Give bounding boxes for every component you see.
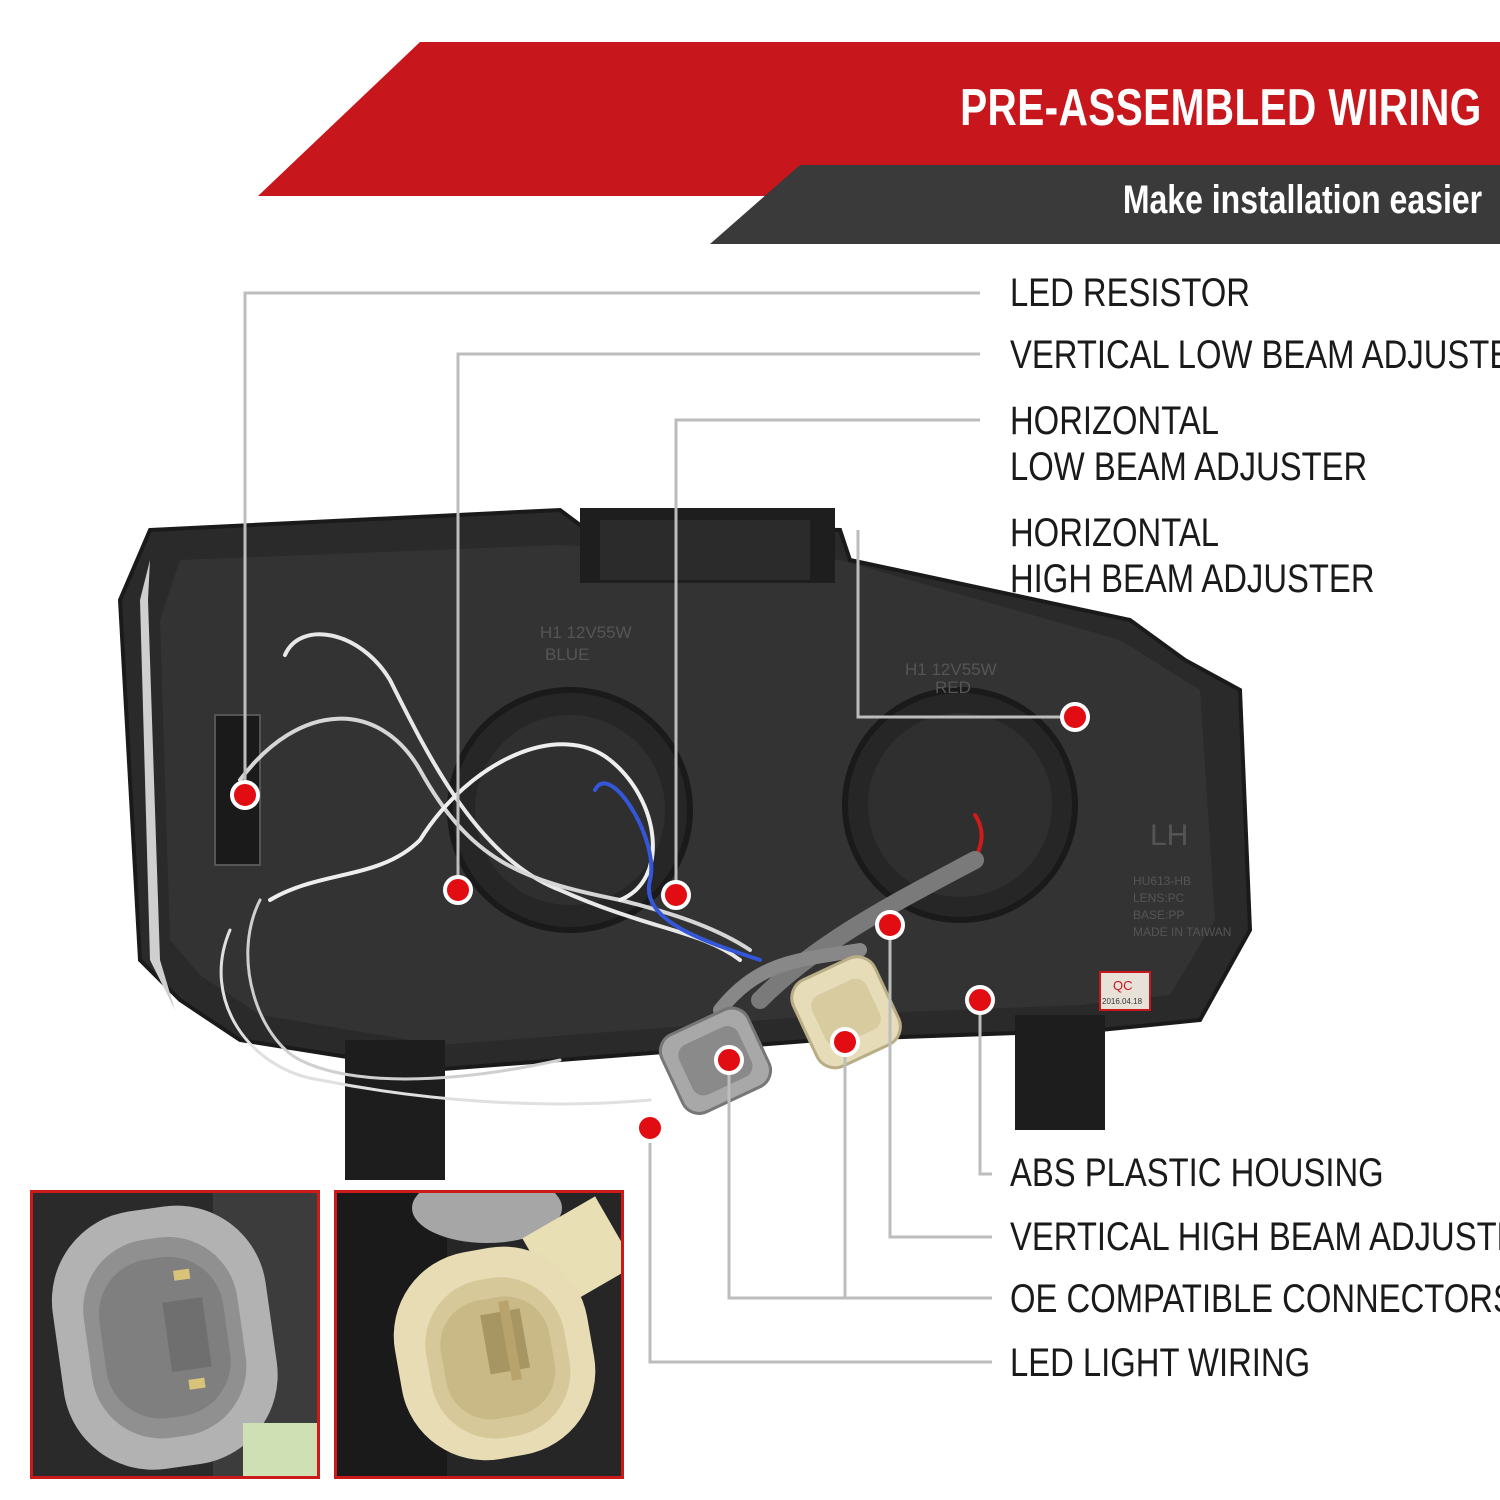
qc-sticker: QC 2016.04.18 — [1099, 971, 1151, 1011]
marker-horizontal-low-beam-adjuster — [661, 880, 691, 910]
low-bulb-color-marking: BLUE — [545, 645, 589, 664]
wiring-harness — [219, 632, 984, 1106]
low-bulb-marking: H1 12V55W — [540, 623, 632, 642]
marker-vertical-low-beam-adjuster — [443, 875, 473, 905]
marker-oe-connector-1 — [714, 1045, 744, 1075]
callout-leader-lines — [243, 291, 1075, 1364]
label-abs-plastic-housing: ABS PLASTIC HOUSING — [1010, 1151, 1384, 1195]
marker-oe-connector-2 — [830, 1027, 860, 1057]
inset-gray-connector — [30, 1190, 320, 1479]
label-vertical-low-beam-adjuster: VERTICAL LOW BEAM ADJUSTER — [1010, 333, 1500, 377]
callout-markers — [230, 702, 1090, 1143]
banner-shapes — [258, 42, 1500, 244]
high-bulb-marking: H1 12V55W — [905, 660, 997, 679]
banner-subtitle: Make installation easier — [1122, 178, 1482, 222]
marker-vertical-high-beam-adjuster — [875, 910, 905, 940]
marker-led-resistor — [230, 780, 260, 810]
spec-line-4: MADE IN TAIWAN — [1133, 925, 1231, 939]
gray-connector-image — [33, 1193, 317, 1476]
label-horizontal-low-beam-adjuster: HORIZONTAL LOW BEAM ADJUSTER — [1010, 399, 1368, 489]
marker-abs-plastic-housing — [965, 985, 995, 1015]
inset-beige-connector — [334, 1190, 624, 1479]
banner-title: PRE-ASSEMBLED WIRING — [960, 79, 1482, 137]
beige-connector-image — [337, 1193, 621, 1476]
spec-line-1: HU613-HB — [1133, 874, 1191, 888]
high-bulb-color-marking: RED — [935, 678, 971, 697]
spec-line-2: LENS:PC — [1133, 891, 1185, 905]
label-led-resistor: LED RESISTOR — [1010, 271, 1251, 315]
qc-label: QC — [1113, 978, 1133, 993]
label-vertical-high-beam-adjuster: VERTICAL HIGH BEAM ADJUSTER — [1010, 1215, 1500, 1259]
header-banner: PRE-ASSEMBLED WIRING Make installation e… — [0, 0, 1500, 260]
side-marking: LH — [1150, 819, 1188, 852]
spec-line-3: BASE:PP — [1133, 908, 1184, 922]
marker-led-light-wiring — [635, 1113, 665, 1143]
label-horizontal-high-beam-adjuster: HORIZONTAL HIGH BEAM ADJUSTER — [1010, 511, 1375, 601]
label-led-light-wiring: LED LIGHT WIRING — [1010, 1341, 1311, 1385]
label-oe-compatible-connectors: OE COMPATIBLE CONNECTORS — [1010, 1277, 1500, 1321]
qc-date: 2016.04.18 — [1102, 997, 1143, 1006]
headlight-housing — [117, 507, 1253, 1180]
marker-horizontal-high-beam-adjuster — [1060, 702, 1090, 732]
